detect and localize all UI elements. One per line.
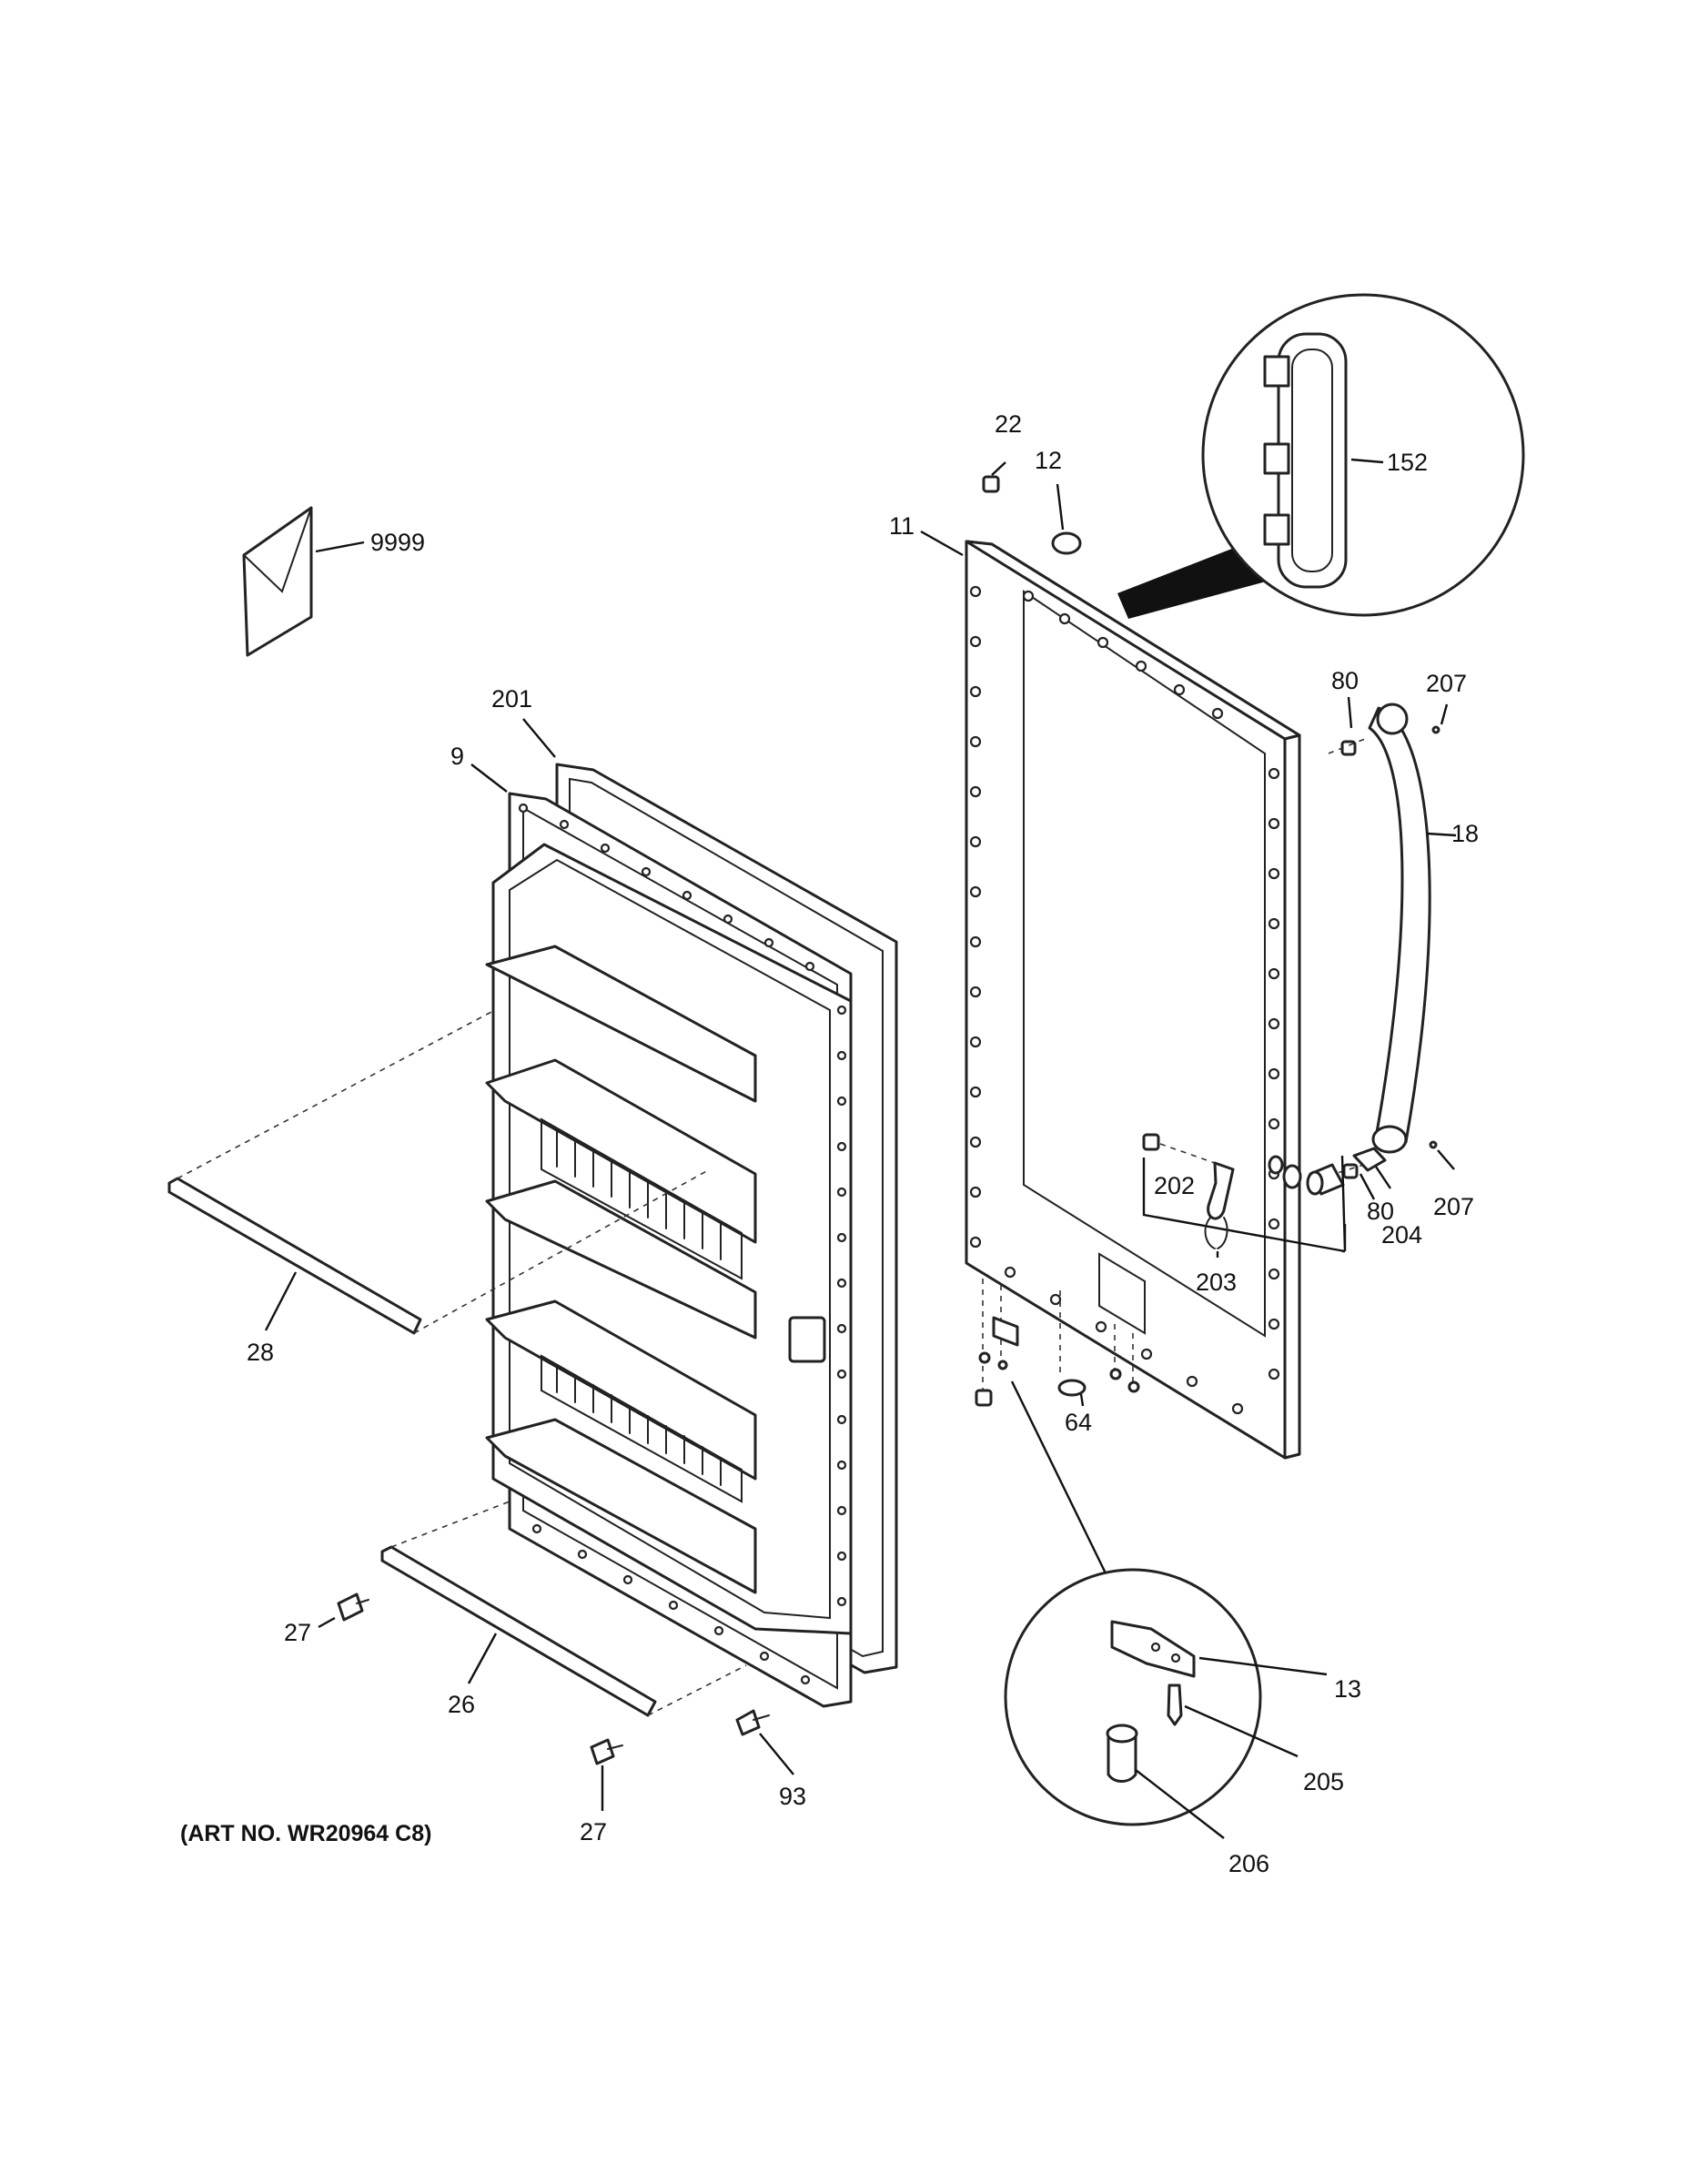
callout-80-lower: 80	[1367, 1198, 1394, 1225]
callout-9999: 9999	[370, 529, 425, 556]
lock-key	[1352, 1147, 1391, 1189]
door-handle	[1368, 703, 1457, 1154]
callout-206: 206	[1228, 1850, 1269, 1877]
callout-22: 22	[995, 410, 1022, 438]
handle-detail-bubble	[1117, 293, 1525, 619]
rivet-93	[735, 1709, 794, 1775]
literature-envelope	[242, 506, 365, 657]
callout-152: 152	[1387, 449, 1428, 476]
rivet-bottom	[590, 1738, 623, 1811]
callout-9: 9	[450, 743, 464, 770]
handle-cover-lower	[1429, 1140, 1455, 1170]
callout-26: 26	[448, 1691, 475, 1718]
callout-labels: 9999 22 12 11 152 201 9 80 207 18 80 207…	[247, 410, 1479, 1877]
callout-207-lower: 207	[1433, 1193, 1474, 1220]
callout-93: 93	[779, 1783, 806, 1810]
callout-11: 11	[889, 512, 915, 540]
hinge-screw	[1167, 1684, 1299, 1758]
callout-80-upper: 80	[1331, 667, 1359, 694]
callout-205: 205	[1303, 1768, 1344, 1795]
hinge-bushing	[1106, 1724, 1225, 1839]
callout-27-bottom: 27	[580, 1818, 607, 1845]
handle-cover-upper	[1431, 703, 1449, 734]
callout-27-left: 27	[284, 1619, 311, 1646]
callout-18: 18	[1451, 820, 1479, 847]
panel-screw-holes	[969, 585, 1280, 1415]
callout-203: 203	[1196, 1269, 1237, 1296]
liner-shelves	[485, 945, 826, 1594]
top-screw-cap	[982, 461, 1006, 493]
hinge-bracket	[1110, 1620, 1328, 1678]
lock-kit	[1142, 1133, 1347, 1253]
handle-screw-upper	[1328, 696, 1366, 756]
hole-plug	[1051, 483, 1082, 555]
hinge-hardware	[975, 1279, 1140, 1580]
callout-12: 12	[1035, 447, 1062, 474]
lock-clip	[1204, 1217, 1228, 1258]
callout-64: 64	[1065, 1409, 1092, 1436]
art-number: (ART NO. WR20964 C8)	[180, 1821, 431, 1846]
callout-201: 201	[491, 685, 532, 713]
callout-13: 13	[1334, 1675, 1361, 1703]
shelf-rail-lower	[380, 1501, 747, 1717]
callout-207-upper: 207	[1426, 670, 1467, 697]
liner-screw-holes	[518, 803, 847, 1685]
outer-door-panel	[920, 530, 1301, 1460]
door-liner	[470, 763, 853, 1708]
callout-28: 28	[247, 1339, 274, 1366]
callout-204: 204	[1381, 1221, 1422, 1249]
rivet-left	[318, 1592, 369, 1629]
hinge-detail-bubble	[1004, 1568, 1328, 1839]
shelf-rail-upper	[167, 1011, 711, 1335]
callout-202: 202	[1154, 1172, 1195, 1199]
lock-cylinder	[1306, 1163, 1345, 1196]
